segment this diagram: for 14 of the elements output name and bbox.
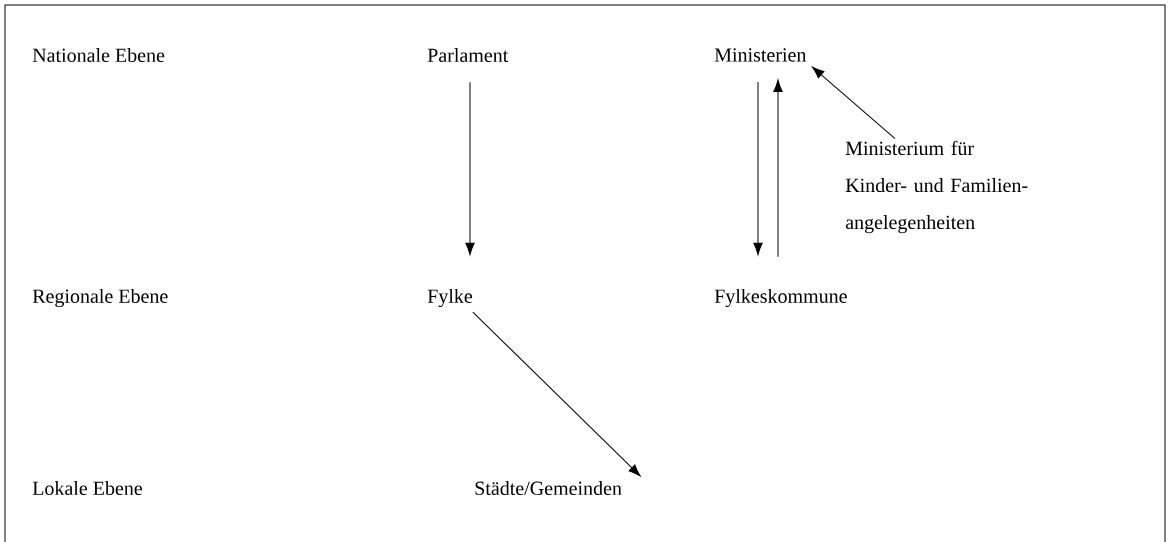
level-label: Lokale Ebene — [32, 480, 143, 496]
institution-label: Fylke — [427, 288, 473, 308]
institution-label: Parlament — [427, 47, 509, 63]
arrow — [753, 81, 763, 256]
institution-label: Ministerien — [714, 48, 807, 62]
level-label: Regionale Ebene — [32, 288, 168, 308]
level-label: Nationale Ebene — [32, 47, 165, 63]
arrow — [773, 79, 783, 258]
arrow — [465, 81, 475, 256]
institution-label: Städte/Gemeinden — [475, 480, 622, 496]
note-text: Ministerium für Kinder- und Familien- angelegenheiten — [845, 140, 1028, 234]
arrow — [812, 66, 896, 140]
institution-label: Fylkeskommune — [714, 288, 847, 308]
arrow — [472, 311, 641, 477]
